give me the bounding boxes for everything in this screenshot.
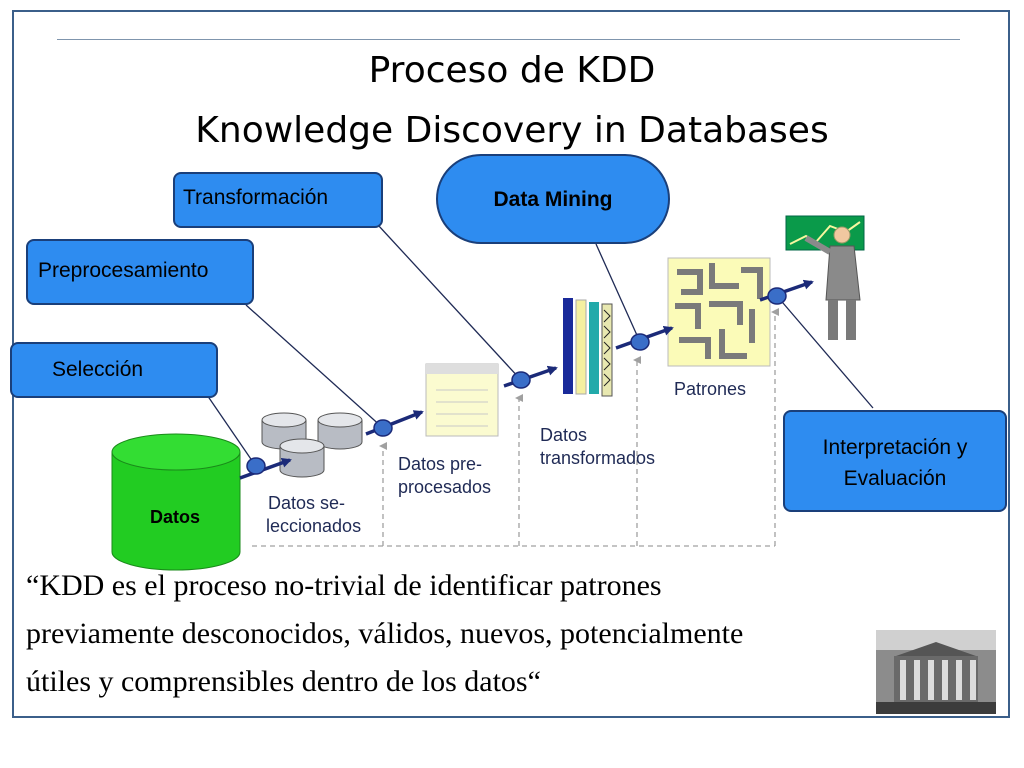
feedback-lines [252,308,779,547]
callout-lines [204,224,874,466]
step-evaluacion-label: Evaluación [843,467,947,490]
step-seleccion-label: Selección [52,358,144,381]
connector-transformacion [377,224,522,381]
datos-preprocesados-icon [425,363,499,437]
datos-cylinder [111,433,241,571]
datos-seleccionados-label-1: Datos se- [268,493,346,513]
datos-preprocesados-label-2: procesados [398,477,492,497]
patrones-icon [667,257,771,367]
slide-subtitle: Knowledge Discovery in Databases [195,110,829,151]
step-interpretacion-label: Interpretación y [822,436,968,459]
step-preprocesamiento: Preprocesamiento [26,239,254,305]
kdd-definition-quote: “KDD es el proceso no-trivial de identif… [26,562,986,706]
patrones-label: Patrones [674,379,747,399]
building-photo [876,630,996,714]
datos-preprocesados-label-1: Datos pre- [398,454,483,474]
connector-interpretacion [776,295,874,409]
connector-seleccion [204,391,256,466]
quote-line-2: previamente desconocidos, válidos, nuevo… [26,617,744,650]
datos-transformados-icon [563,298,613,397]
step-data-mining: Data Mining [436,154,670,244]
step-preprocesamiento-label: Preprocesamiento [38,259,209,282]
process-nodes [246,287,787,475]
datos-transformados-label-2: transformados [540,448,656,468]
step-interpretacion: Interpretación y Evaluación [783,410,1007,512]
step-transformacion: Transformación [173,172,383,228]
datos-seleccionados-label-2: leccionados [266,516,362,536]
slide-title: Proceso de KDD [368,50,656,91]
title-rule [57,39,960,40]
quote-line-3: útiles y comprensibles dentro de los dat… [26,665,541,698]
datos-seleccionados-icon [261,412,363,478]
step-seleccion: Selección [10,342,218,398]
datos-transformados-label-1: Datos [540,425,588,445]
step-transformacion-label: Transformación [183,186,329,209]
quote-line-1: “KDD es el proceso no-trivial de identif… [26,569,662,602]
connector-preprocesamiento [245,304,384,429]
step-data-mining-label: Data Mining [493,188,613,211]
connector-data-mining [595,243,641,343]
presenter-figure [785,215,865,340]
datos-label: Datos [150,507,201,527]
